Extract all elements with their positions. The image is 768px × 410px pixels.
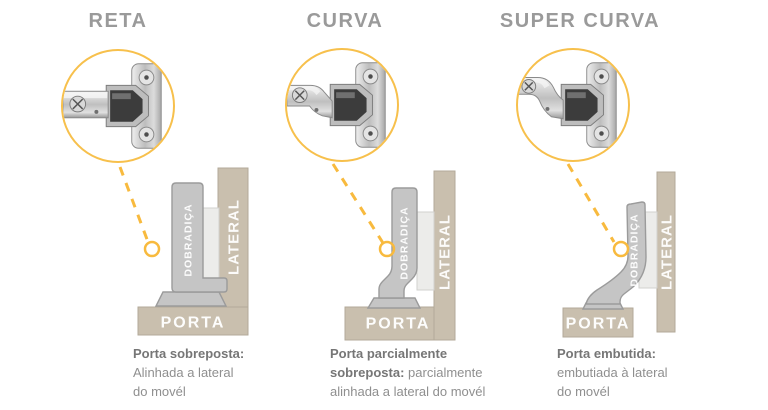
mounting-plate (416, 211, 435, 291)
door-label: PORTA (161, 315, 226, 332)
side-label: LATERAL (658, 214, 675, 290)
hinge-photo-reta (61, 49, 175, 163)
zoom-callout-ring (612, 240, 630, 258)
door-panel (137, 306, 249, 336)
title-super-curva: SUPER CURVA (499, 10, 661, 32)
hinge-label: DOBRADIÇA (183, 203, 195, 276)
hinge-foot (366, 297, 422, 309)
hinge-bar-curved (378, 187, 418, 299)
hinge-label: DOBRADIÇA (399, 206, 411, 279)
caption-porta-parcialmente-sobreposta: Porta parcialmente sobreposta: parcialme… (330, 344, 512, 401)
mounting-plate (201, 207, 220, 290)
zoom-callout-line (331, 163, 385, 244)
door-panel (562, 307, 634, 338)
caption-text: parcialmente alinhada a lateral do movél (330, 365, 486, 399)
straight-hinge-illustration (63, 63, 162, 149)
hinge-bar-straight (171, 182, 228, 293)
caption-text: embutiada à lateral do movél (557, 365, 668, 399)
title-reta: RETA (88, 10, 148, 32)
caption-bold: Porta embutida: (557, 346, 656, 361)
super-curved-hinge-illustration (518, 62, 617, 148)
hinge-photo-curva (285, 48, 399, 162)
hinge-label: DOBRADIÇA (629, 213, 641, 286)
hinge-photo-super-curva (516, 48, 630, 162)
caption-porta-embutida: Porta embutida: embutiada à lateral do m… (557, 344, 675, 401)
caption-text: Alinhada a lateral do movél (133, 365, 234, 399)
caption-bold: Porta parcialmente sobreposta: (330, 346, 448, 380)
side-label: LATERAL (225, 199, 242, 275)
zoom-callout-line (566, 163, 616, 243)
caption-porta-sobreposta: Porta sobreposta: Alinhada a lateral do … (133, 344, 251, 401)
zoom-callout-ring (143, 240, 161, 258)
title-curva: CURVA (306, 10, 384, 32)
caption-bold: Porta sobreposta: (133, 346, 245, 361)
side-label: LATERAL (436, 214, 453, 290)
zoom-callout-ring (378, 240, 396, 258)
door-label: PORTA (366, 316, 431, 333)
hinge-foot (154, 291, 228, 307)
door-label: PORTA (566, 316, 631, 333)
zoom-callout-line (118, 166, 150, 243)
hinge-bar-super-curved (585, 201, 647, 305)
curved-hinge-illustration (287, 62, 386, 148)
